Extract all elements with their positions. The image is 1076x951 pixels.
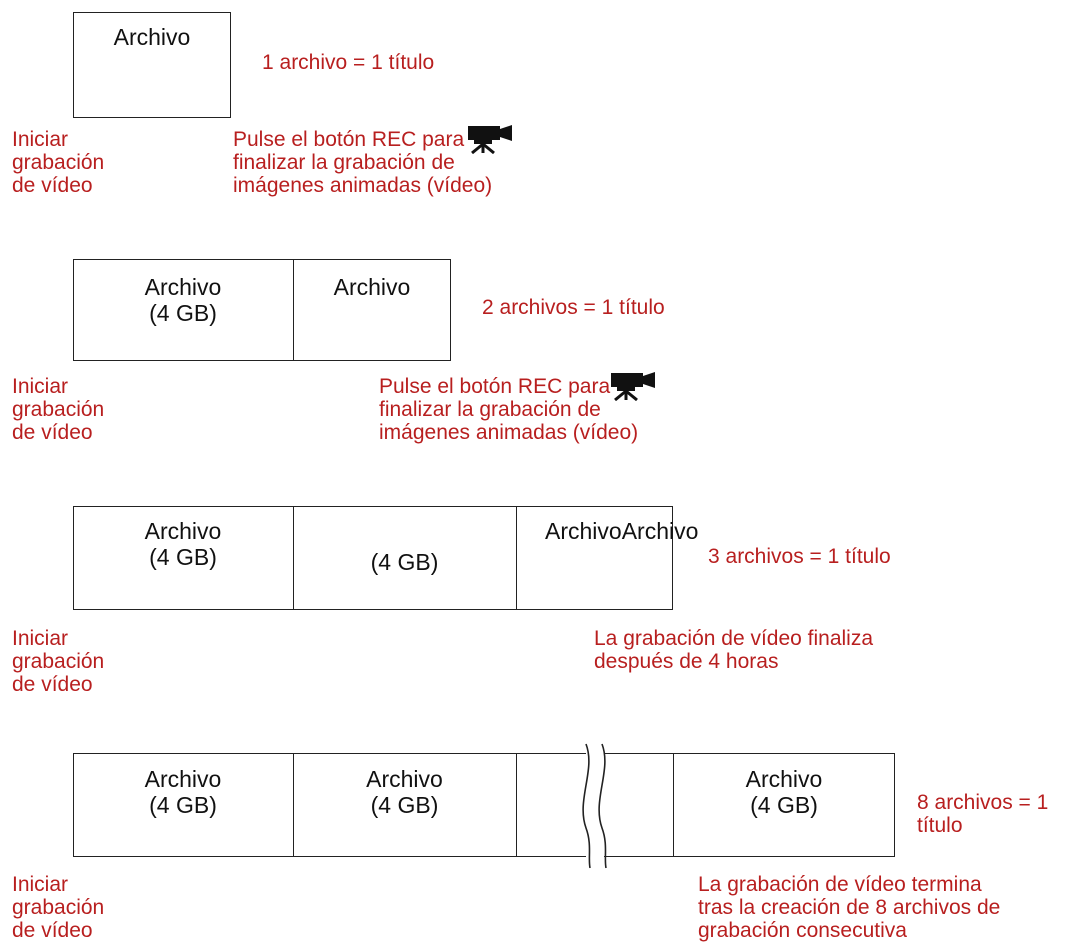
row-2-cell-1-label: Archivo (4 GB)	[144, 274, 222, 326]
row-1-summary: 1 archivo = 1 título	[262, 51, 435, 74]
row-2-start-note: Iniciar grabación de vídeo	[12, 375, 105, 444]
row-4-divider-2	[516, 753, 517, 857]
row-2-file-box	[73, 259, 451, 361]
rec-button-icon	[468, 125, 512, 154]
row-1-start-note: Iniciar grabación de vídeo	[12, 128, 105, 197]
row-1-end-note: Pulse el botón REC para finalizar la gra…	[233, 128, 493, 197]
row-4-summary: 8 archivos = 1 título	[917, 791, 1049, 837]
row-3-summary: 3 archivos = 1 título	[708, 545, 891, 568]
row-3-cell-2-label: (4 GB)	[370, 549, 439, 575]
row-1-cell-1-label: Archivo	[113, 24, 191, 50]
row-4-cell-4-label: Archivo (4 GB)	[745, 766, 823, 818]
omission-break-icon	[582, 743, 607, 869]
row-3-divider-1	[293, 506, 294, 610]
row-2-divider-1	[293, 259, 294, 361]
row-4-start-note: Iniciar grabación de vídeo	[12, 873, 105, 942]
row-3-start-note: Iniciar grabación de vídeo	[12, 627, 105, 696]
rec-button-icon	[611, 372, 655, 401]
row-1-file-box	[73, 12, 231, 118]
row-4-divider-3	[673, 753, 674, 857]
row-3-cell-3-label: ArchivoArchivo	[545, 518, 699, 544]
row-4-divider-1	[293, 753, 294, 857]
row-2-summary: 2 archivos = 1 título	[482, 296, 665, 319]
row-2-end-note: Pulse el botón REC para finalizar la gra…	[379, 375, 639, 444]
row-3-divider-2	[516, 506, 517, 610]
row-3-end-note: La grabación de vídeo finaliza después d…	[594, 627, 874, 673]
row-3-file-box	[73, 506, 673, 610]
row-4-end-note: La grabación de vídeo termina tras la cr…	[698, 873, 1001, 942]
row-4-cell-2-label: Archivo (4 GB)	[366, 766, 443, 818]
row-2-cell-2-label: Archivo	[333, 274, 411, 300]
row-4-cell-1-label: Archivo (4 GB)	[144, 766, 222, 818]
row-3-cell-1-label: Archivo (4 GB)	[144, 518, 222, 570]
row-4-file-box	[73, 753, 895, 857]
